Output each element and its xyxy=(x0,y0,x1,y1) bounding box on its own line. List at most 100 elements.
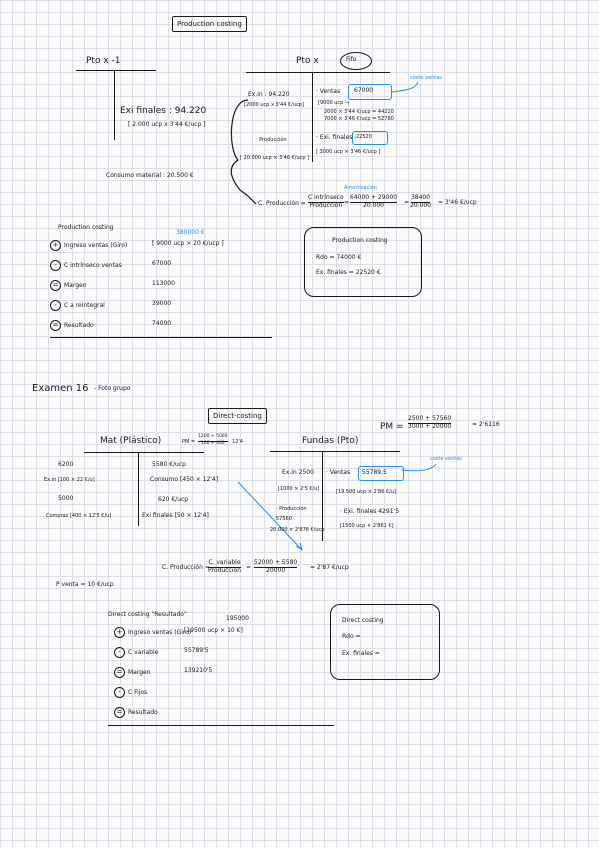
summary-row: =Margen xyxy=(50,280,87,291)
amortizacion-note: Amortización xyxy=(344,185,377,191)
summary-row-label: C Fijos xyxy=(128,689,148,696)
mat-right-3: 620 €/ucp xyxy=(158,496,189,503)
fundas-exi-finales: · Exi. finales 4291'5 xyxy=(340,508,400,515)
sign-circle: - xyxy=(114,687,125,698)
fundas-label: Fundas (Pto) xyxy=(302,436,359,446)
summary-row: =Resultado xyxy=(114,707,158,718)
summary-row-label: Ingreso ventas (Giro) xyxy=(64,242,128,249)
c-produccion-frac1: C intrínseco Producción xyxy=(308,195,344,209)
mat-left-4: Compras [400 × 12'5 €/u] xyxy=(46,513,112,519)
t-account-top xyxy=(270,451,400,452)
ventas-calc-3: 7000 × 3'46 €/ucp = 52780 xyxy=(324,116,394,122)
fundas-ventas-calc: [19.500 ucp × 2'86 €/u] xyxy=(336,489,396,495)
fundas-produccion-calc: 20.000 × 2'876 €/ucp xyxy=(270,527,325,533)
eq-sign: = xyxy=(344,199,350,206)
mat-left-1: 6200 xyxy=(58,461,74,468)
mat-pm-result: 12'4 xyxy=(232,439,243,445)
summary-row: -C variable xyxy=(114,647,158,658)
result-box-1-rdo: Rdo = 74000 € xyxy=(316,254,362,261)
frac-den: 20.000 xyxy=(410,202,431,209)
mat-right-2: Consumo [450 × 12'4] xyxy=(150,476,219,483)
c-produccion-frac3: 38400 20.000 xyxy=(410,195,431,209)
summary-row-value: [ 9000 ucp × 20 €/ucp ] xyxy=(152,240,224,247)
frac-num: 1200 + 5000 xyxy=(198,434,228,442)
t-account-top xyxy=(246,72,390,73)
c-produccion2-frac1: C. variable Producción xyxy=(208,560,241,574)
frac-num: C intrínseco xyxy=(308,194,344,203)
frac-num: 38400 xyxy=(410,194,431,203)
sign-circle: = xyxy=(114,667,125,678)
frac-den: 20.000 xyxy=(363,202,384,209)
summary-row-label: Margen xyxy=(64,282,87,289)
frac-num: 64000 + 29000 xyxy=(350,194,398,203)
sign-circle: - xyxy=(50,260,61,271)
frac-den: Producción xyxy=(309,202,343,209)
fundas-produccion-value: 57560 xyxy=(276,516,292,522)
produccion-calc: [ 20.000 ucp × 3'46 €/ucp ] xyxy=(240,155,310,161)
summary1-underline xyxy=(50,337,272,338)
fundas-ventas-label: · Ventas xyxy=(326,469,351,476)
pm-label: PM = xyxy=(380,422,404,432)
result-box-2-exi: Ex. finales = xyxy=(342,650,380,657)
produccion-label: · Producción xyxy=(256,137,287,143)
frac-den: 100 + 400 xyxy=(200,440,225,446)
t-account-stem xyxy=(114,70,115,140)
sign-circle: = xyxy=(50,320,61,331)
exam-label: Examen 16 xyxy=(32,383,89,394)
pto-prev-exi-calc: [ 2.000 ucp x 3'44 €/ucp ] xyxy=(128,121,206,128)
c-produccion2-result: = 2'87 €/ucp xyxy=(310,564,349,571)
coste-ventas-note: coste ventas xyxy=(410,75,442,81)
summary-row: -C Fijos xyxy=(114,687,147,698)
fundas-ex-in-calc: [1000 × 2'5 €/u] xyxy=(278,486,320,492)
t-account-stem xyxy=(322,451,323,541)
sign-circle: + xyxy=(50,240,61,251)
mat-left-3: 5000 xyxy=(58,495,74,502)
result-box-2-rdo: Rdo = xyxy=(342,633,361,640)
summary1-annotation: 380000 € xyxy=(176,229,205,236)
exi-finales-box xyxy=(352,131,388,145)
fifo-oval xyxy=(340,52,372,70)
mat-right-1: 5580 €/ucp xyxy=(152,461,186,468)
production-costing-title: Production costing xyxy=(172,16,247,32)
summary-row: +Ingreso ventas (Giro) xyxy=(50,240,127,251)
summary-row-value: 139210'5 xyxy=(184,667,213,674)
mat-label: Mat (Plástico) xyxy=(100,436,162,446)
exi-finales-label: · Exi. finales : xyxy=(316,134,357,141)
summary-row-value: 67000 xyxy=(152,260,172,267)
ventas-calc-2: 2000 × 3'44 €/ucp = 44220 xyxy=(324,109,394,115)
ventas-box xyxy=(348,84,392,100)
t-account-stem xyxy=(312,72,313,162)
mat-pm-frac: 1200 + 5000 100 + 400 xyxy=(198,434,228,446)
summary-row-label: C a reintegral xyxy=(64,302,105,309)
result-box-2-title: Direct costing xyxy=(342,617,384,624)
frac-num: 52000 + 5580 xyxy=(254,559,298,568)
direct-costing-title: Direct-costing xyxy=(208,408,267,424)
mat-right-4: Exi finales [50 × 12'4] xyxy=(142,512,209,519)
sign-circle: - xyxy=(50,300,61,311)
result-box-1-exi: Ex. finales = 22520 € xyxy=(316,269,381,276)
ventas-calc-1: [9000 ucp → xyxy=(318,100,350,106)
summary-row-value: 74000 xyxy=(152,320,172,327)
t-account-stem xyxy=(138,452,139,526)
result-box-1-title: Production costing xyxy=(332,237,388,244)
c-produccion-frac2: 64000 + 29000 20.000 xyxy=(350,194,398,209)
exi-finales-calc: [ 3000 ucp × 3'46 €/ucp ] xyxy=(316,149,381,155)
c-produccion-result: = 3'46 €/ucp xyxy=(438,199,477,206)
fundas-ex-in: Ex.in 2500 xyxy=(282,469,314,476)
pto-label: Pto x xyxy=(296,56,319,66)
frac-den: 20000 xyxy=(266,567,286,574)
summary-row-value: 55789'5 xyxy=(184,647,209,654)
summary-row: +Ingreso ventas (Giro) xyxy=(114,627,191,638)
exi-finales-value: 22520 xyxy=(356,134,372,140)
summary-row: =Margen xyxy=(114,667,151,678)
fundas-exi-calc: [1500 ucp × 2'861 €] xyxy=(340,523,394,529)
summary2-underline xyxy=(108,725,334,726)
summary-row-value: 113000 xyxy=(152,280,175,287)
consumo-material: Consumo material : 20.500 € xyxy=(106,172,194,179)
c-produccion-prefix: C. Producción = xyxy=(258,200,306,207)
ventas-value: 67000 xyxy=(354,87,374,94)
eq-sign: = xyxy=(404,199,410,206)
result-box-1 xyxy=(304,227,422,297)
